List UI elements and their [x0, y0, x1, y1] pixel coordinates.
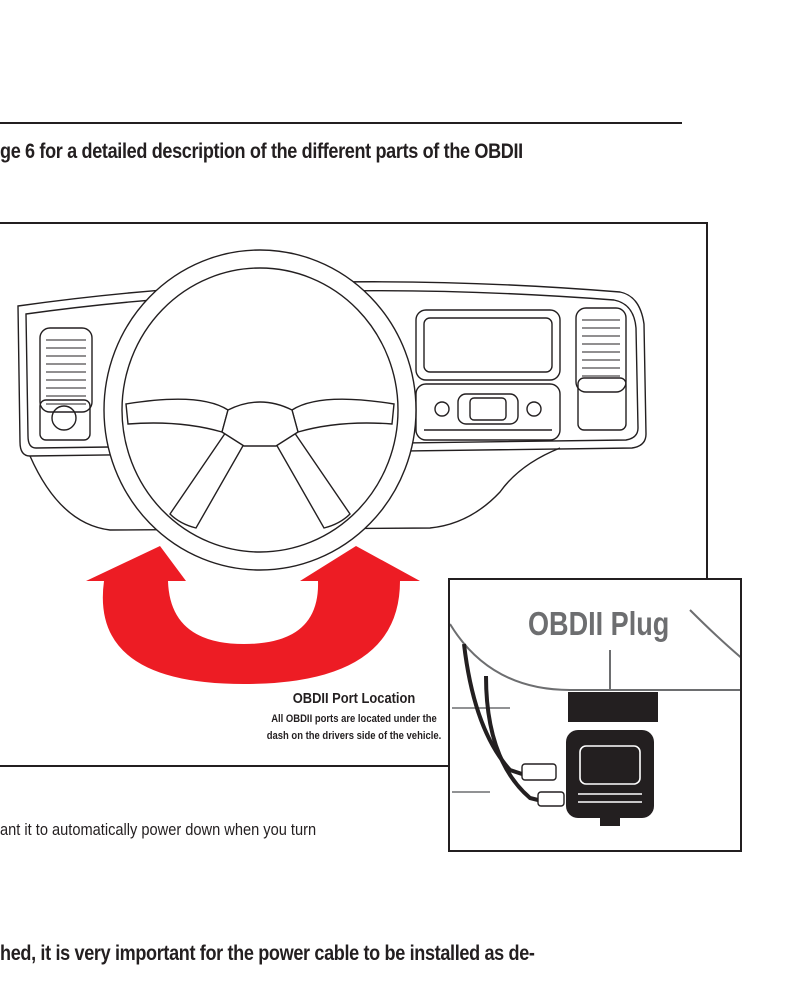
label-curve [689, 609, 740, 658]
left-vent [39, 327, 93, 413]
dashboard-illustration: OBDII Port Location All OBDII ports are … [0, 222, 708, 767]
caption-title: OBDII Port Location [292, 690, 416, 707]
section-divider [0, 122, 682, 124]
obdii-plug-inset: OBDII Plug [448, 578, 742, 852]
obd-plug-body [566, 730, 654, 818]
caption-line-1: All OBDII ports are located under the [271, 713, 437, 725]
lower-dash [29, 447, 561, 531]
wheel-hub [221, 401, 299, 447]
plug-label: OBDII Plug [528, 605, 670, 642]
heading-text-bottom: hed, it is very important for the power … [0, 942, 535, 965]
radio-display [415, 309, 561, 381]
cable-connector-lower [537, 791, 565, 807]
port-location-arrows [86, 546, 420, 684]
heading-text-top: ge 6 for a detailed description of the d… [0, 140, 523, 163]
left-knob [51, 405, 77, 431]
caption-line-2: dash on the drivers side of the vehicle. [266, 730, 442, 742]
cable-connector-upper [521, 763, 557, 781]
cable-upper [462, 643, 523, 776]
curved-arrow [86, 546, 420, 684]
obdii-plug-drawing [450, 609, 740, 826]
spoke-bottom-left [169, 431, 245, 529]
climate-panel [415, 383, 561, 441]
obd-port [568, 692, 658, 722]
cable-lower [484, 675, 539, 802]
right-vent [575, 307, 627, 393]
dash-edge [450, 623, 740, 691]
body-text-line: ant it to automatically power down when … [0, 820, 317, 839]
dashboard-drawing [17, 249, 647, 684]
spoke-bottom-right [275, 431, 351, 529]
